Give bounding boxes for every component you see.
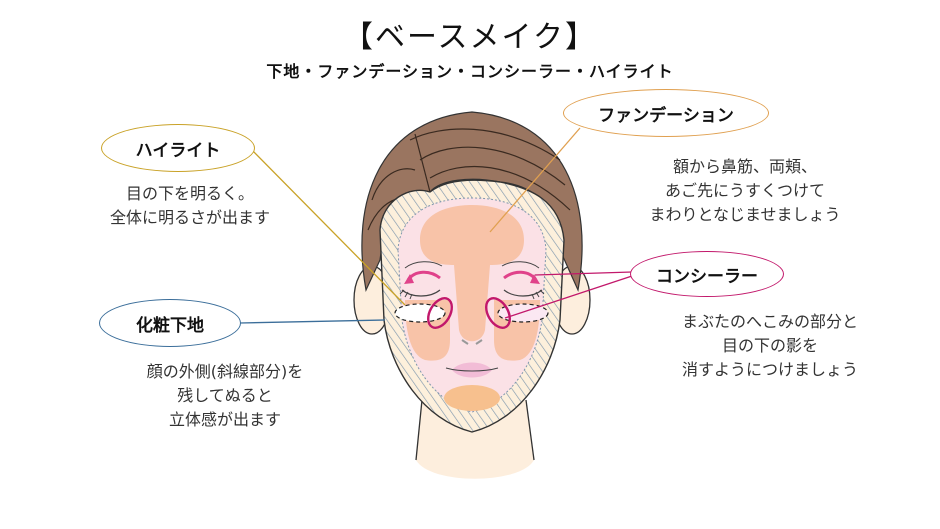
page-title: 【ベースメイク】 (343, 20, 597, 55)
chin-foundation (444, 385, 500, 411)
concealer-right (485, 297, 511, 329)
concealer-leader-1 (534, 271, 633, 276)
foundation-leader (489, 127, 581, 233)
page-subtitle: 下地・ファンデーション・コンシーラー・ハイライト (266, 62, 674, 81)
foundation-description: 額から鼻筋、両頬、 あご先にうすくつけて まわりとなじませましょう (649, 157, 841, 224)
right-eye (503, 289, 543, 297)
concealer-description: まぶたのへこみの部分と 目の下の影を 消すようにつけましょう (681, 312, 858, 379)
primer-description: 顔の外側(斜線部分)を 残してぬると 立体感が出ます (146, 362, 304, 429)
highlight-description: 目の下を明るく。 全体に明るさが出ます (109, 184, 270, 227)
left-eye (401, 289, 441, 297)
concealer-label: コンシーラー (630, 251, 784, 297)
primer-leader (239, 319, 386, 324)
highlight-leader (249, 147, 406, 306)
primer-label: 化粧下地 (99, 299, 241, 347)
highlight-label: ハイライト (101, 124, 255, 172)
concealer-left (427, 297, 453, 329)
foundation-label: ファンデーション (563, 89, 769, 137)
lips (452, 362, 492, 378)
highlight-left (394, 303, 446, 323)
concealer-leader-2 (504, 275, 633, 319)
